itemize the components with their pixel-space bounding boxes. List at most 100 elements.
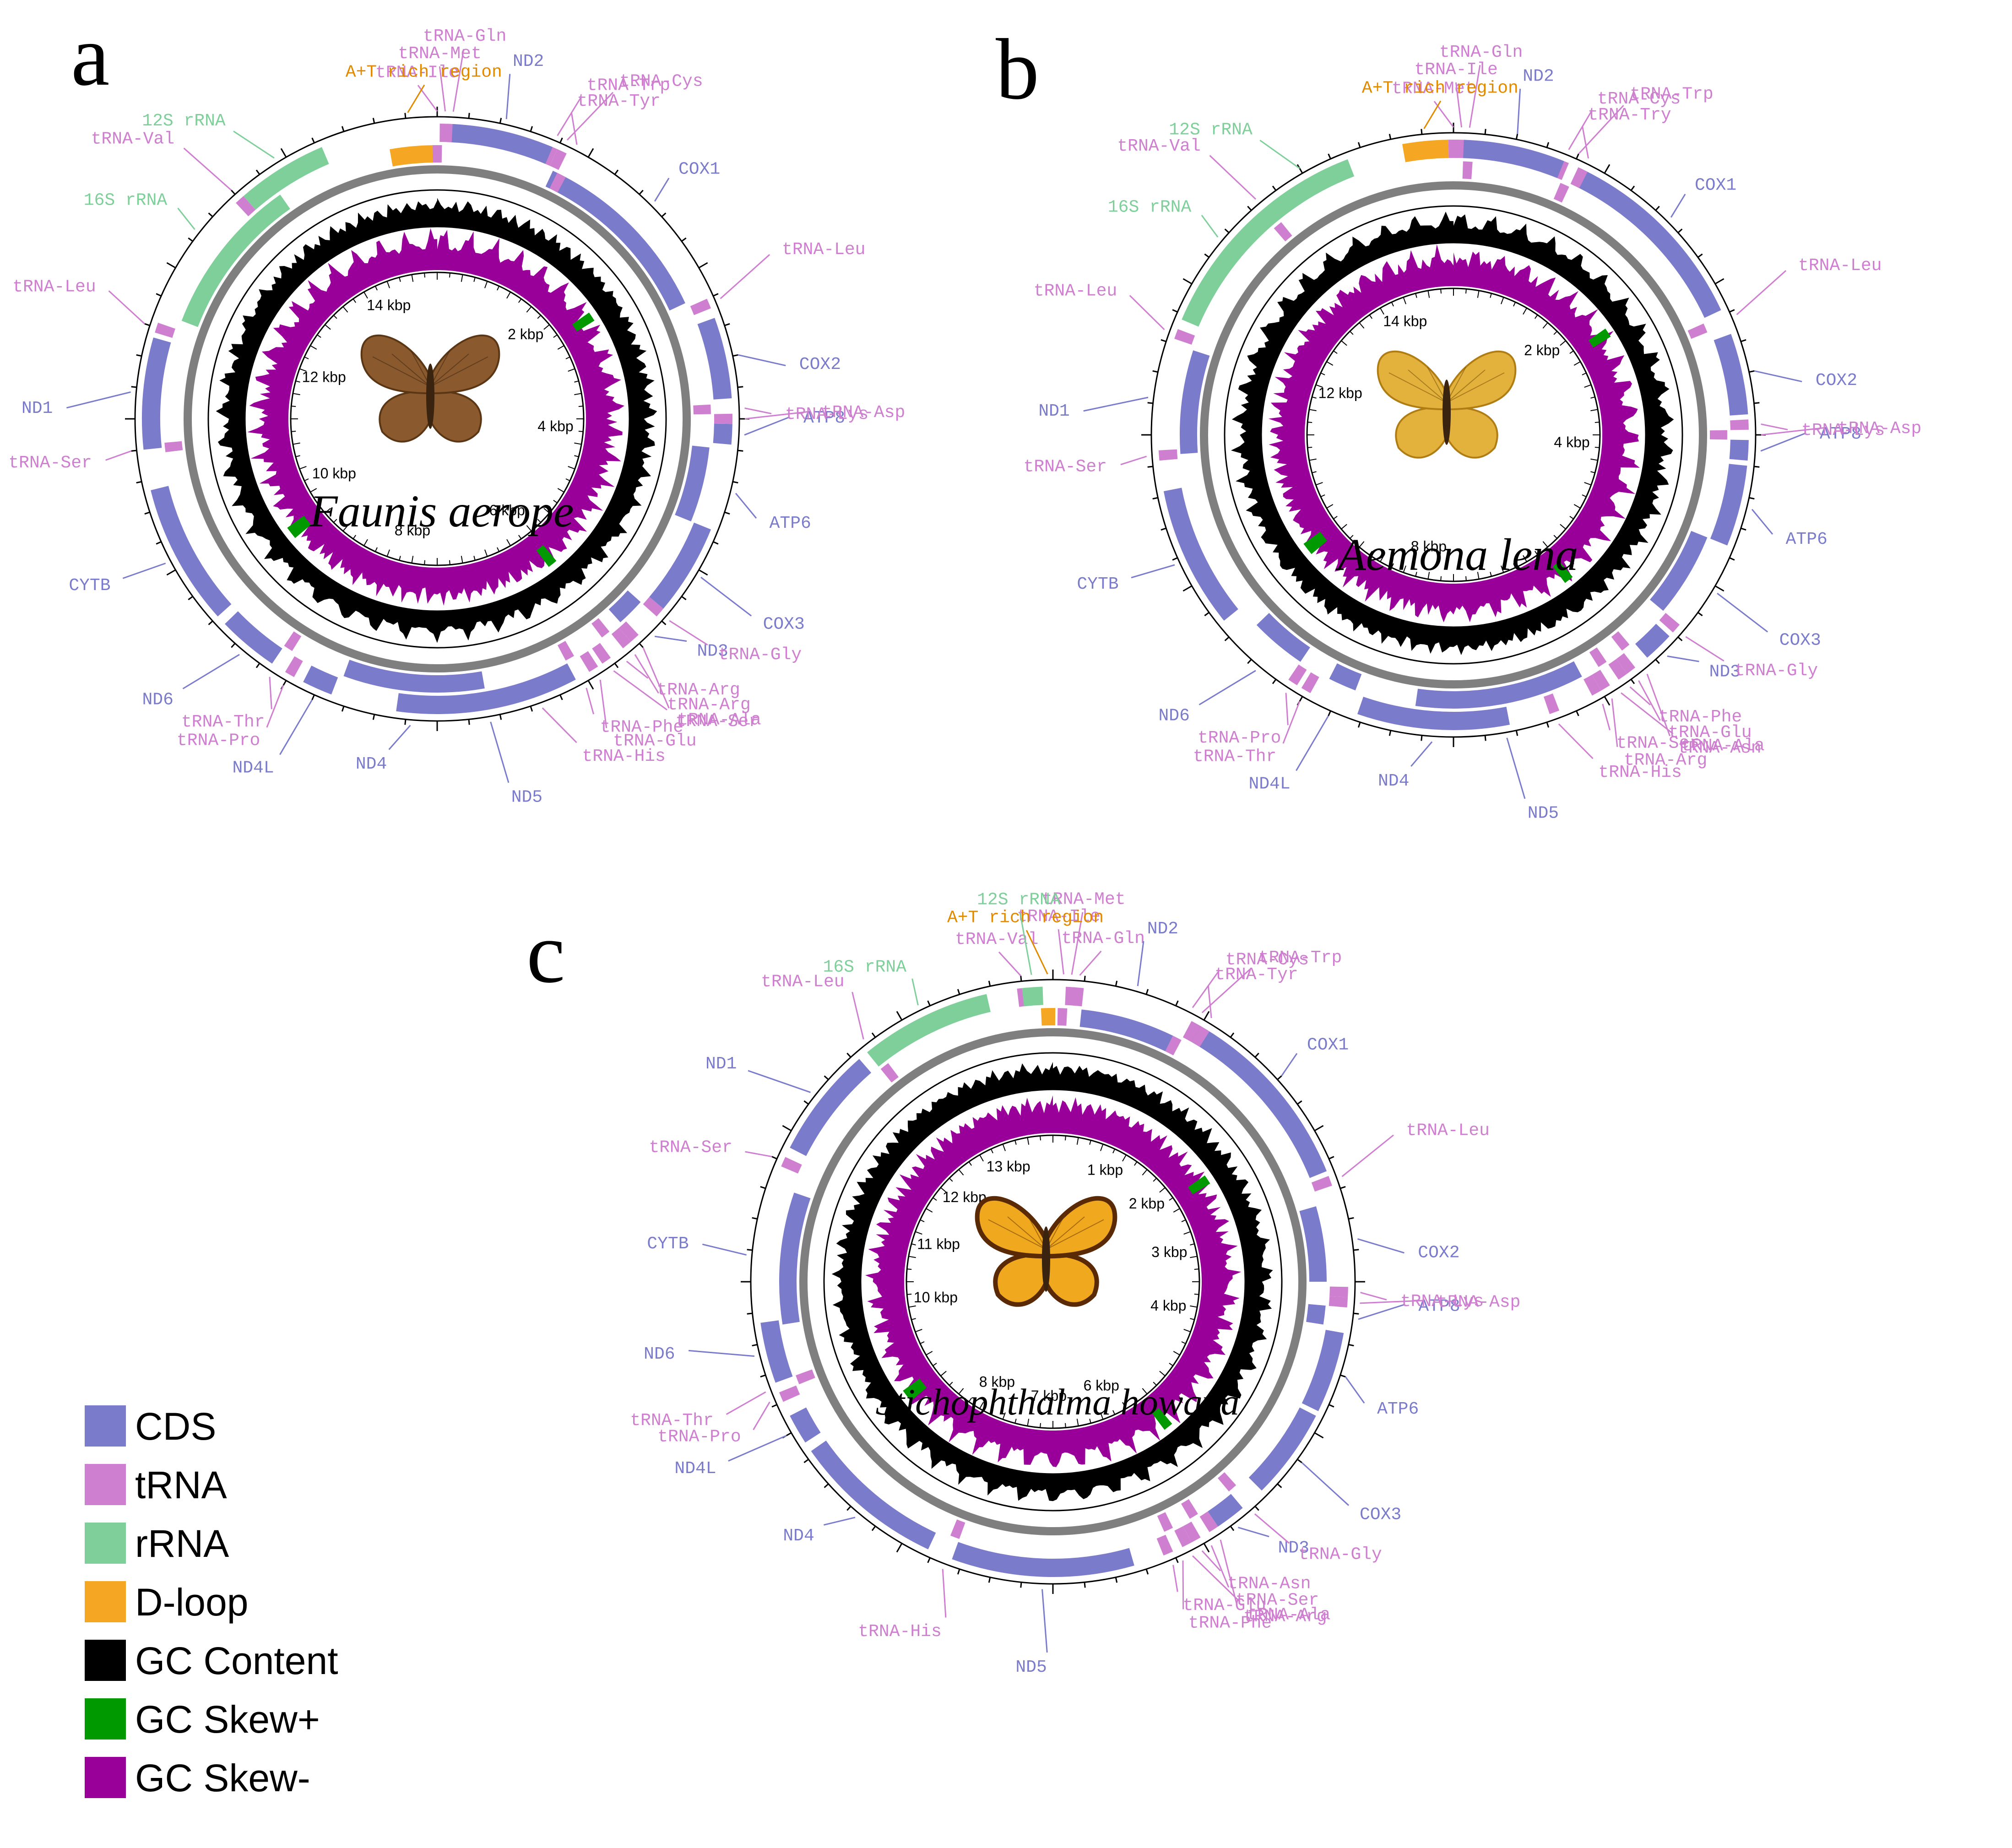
outer-tick bbox=[231, 190, 236, 195]
butterfly-image bbox=[360, 334, 500, 443]
outer-tick bbox=[639, 643, 644, 648]
outer-tick bbox=[559, 694, 563, 700]
outer-tick bbox=[1714, 585, 1725, 592]
feature-label: ND4L bbox=[232, 759, 274, 778]
outer-tick bbox=[499, 118, 502, 124]
scale-tick bbox=[1590, 396, 1595, 399]
scale-tick bbox=[1326, 361, 1334, 366]
feature-label: tRNA-Trp bbox=[1258, 948, 1342, 968]
right-hindwing bbox=[1446, 406, 1498, 459]
feature-label: 16S rRNA bbox=[823, 958, 907, 977]
scale-tick bbox=[411, 274, 414, 282]
feature-cds-box bbox=[343, 660, 485, 693]
kbp-label: 2 kbp bbox=[1524, 342, 1560, 358]
scale-tick bbox=[1569, 515, 1574, 520]
legend-label: CDS bbox=[135, 1405, 216, 1448]
feature-label-line bbox=[570, 113, 578, 145]
feature-label-line bbox=[748, 1070, 811, 1093]
feature-label: COX1 bbox=[1695, 175, 1736, 195]
right-hindwing bbox=[1044, 1252, 1099, 1307]
outer-tick bbox=[824, 1075, 829, 1080]
feature-label-line bbox=[1760, 432, 1806, 452]
scale-tick bbox=[1169, 1197, 1173, 1201]
outer-tick bbox=[1655, 659, 1660, 664]
scale-tick bbox=[1573, 504, 1581, 509]
feature-label-line bbox=[279, 699, 313, 755]
scale-tick bbox=[1542, 322, 1548, 329]
outer-tick bbox=[760, 1186, 766, 1189]
outer-tick bbox=[1272, 185, 1277, 191]
scale-tick bbox=[497, 286, 500, 291]
feature-label-line bbox=[669, 620, 708, 646]
feature-cds-box bbox=[396, 663, 576, 714]
feature-label-line bbox=[108, 290, 145, 325]
scale-tick bbox=[949, 1382, 953, 1386]
scale-tick bbox=[1153, 1178, 1157, 1182]
legend-label: GC Content bbox=[135, 1639, 338, 1682]
outer-tick bbox=[1161, 339, 1166, 342]
feature-trna-box bbox=[1543, 693, 1560, 714]
scale-tick bbox=[1089, 1140, 1091, 1145]
feature-trna-box bbox=[1165, 1035, 1182, 1056]
feature-label: 12S rRNA bbox=[977, 890, 1061, 910]
feature-label-line bbox=[1192, 1555, 1241, 1603]
scale-tick bbox=[1027, 1137, 1030, 1145]
feature-label: ND4 bbox=[1378, 771, 1409, 791]
backbone-ring bbox=[799, 1028, 1307, 1535]
feature-label: COX1 bbox=[1307, 1035, 1349, 1055]
feature-trna-box bbox=[1199, 1511, 1218, 1532]
scale-tick bbox=[293, 393, 300, 396]
feature-label-line bbox=[122, 563, 166, 579]
outer-tick bbox=[724, 511, 730, 515]
outer-tick bbox=[1172, 557, 1178, 561]
outer-tick bbox=[1203, 1543, 1210, 1553]
outer-tick bbox=[738, 450, 743, 452]
scale-tick bbox=[578, 431, 583, 432]
feature-label-line bbox=[1207, 986, 1212, 1019]
outer-tick bbox=[1277, 1075, 1282, 1080]
feature-label-line bbox=[505, 74, 511, 119]
scale-tick bbox=[461, 274, 463, 282]
outer-tick bbox=[1224, 228, 1230, 233]
feature-label-line bbox=[1285, 693, 1289, 726]
scale-tick bbox=[568, 466, 575, 470]
outer-tick bbox=[208, 620, 213, 625]
species-name: Faunis aerope bbox=[309, 486, 574, 537]
scale-tick bbox=[1594, 422, 1600, 423]
right-hindwing bbox=[429, 390, 482, 443]
feature-label: tRNA-Ile bbox=[1414, 60, 1497, 80]
feature-label-line bbox=[1172, 1565, 1178, 1592]
feature-label: ND6 bbox=[142, 690, 173, 710]
outer-tick bbox=[752, 1217, 758, 1220]
scale-tick bbox=[1582, 372, 1587, 375]
feature-label: tRNA-Phe bbox=[1188, 1613, 1272, 1633]
outer-tick bbox=[1182, 278, 1193, 285]
feature-label-line bbox=[1345, 1376, 1365, 1404]
feature-cds-box bbox=[303, 666, 338, 695]
feature-cds-box bbox=[1248, 1407, 1316, 1491]
scale-tick bbox=[1307, 447, 1312, 448]
feature-label-line bbox=[1646, 673, 1671, 737]
scale-tick bbox=[940, 1187, 947, 1193]
gc-track-ring bbox=[207, 189, 667, 649]
kbp-label: 6 kbp bbox=[1084, 1377, 1119, 1394]
outer-tick bbox=[1546, 142, 1550, 148]
kbp-label: 8 kbp bbox=[395, 522, 430, 538]
outer-tick bbox=[1204, 612, 1209, 617]
feature-trna-box bbox=[1592, 670, 1610, 691]
butterfly-image bbox=[975, 1196, 1117, 1307]
feature-label-line bbox=[1282, 701, 1301, 744]
outer-tick bbox=[1329, 1404, 1334, 1408]
scale-tick bbox=[317, 499, 321, 504]
outer-tick bbox=[957, 989, 960, 995]
outer-tick bbox=[231, 643, 236, 648]
feature-label: 16S rRNA bbox=[1108, 197, 1192, 217]
outer-tick bbox=[1546, 722, 1550, 728]
scale-tick bbox=[295, 455, 300, 457]
scale-tick bbox=[1122, 1402, 1127, 1409]
scale-tick bbox=[299, 368, 307, 372]
